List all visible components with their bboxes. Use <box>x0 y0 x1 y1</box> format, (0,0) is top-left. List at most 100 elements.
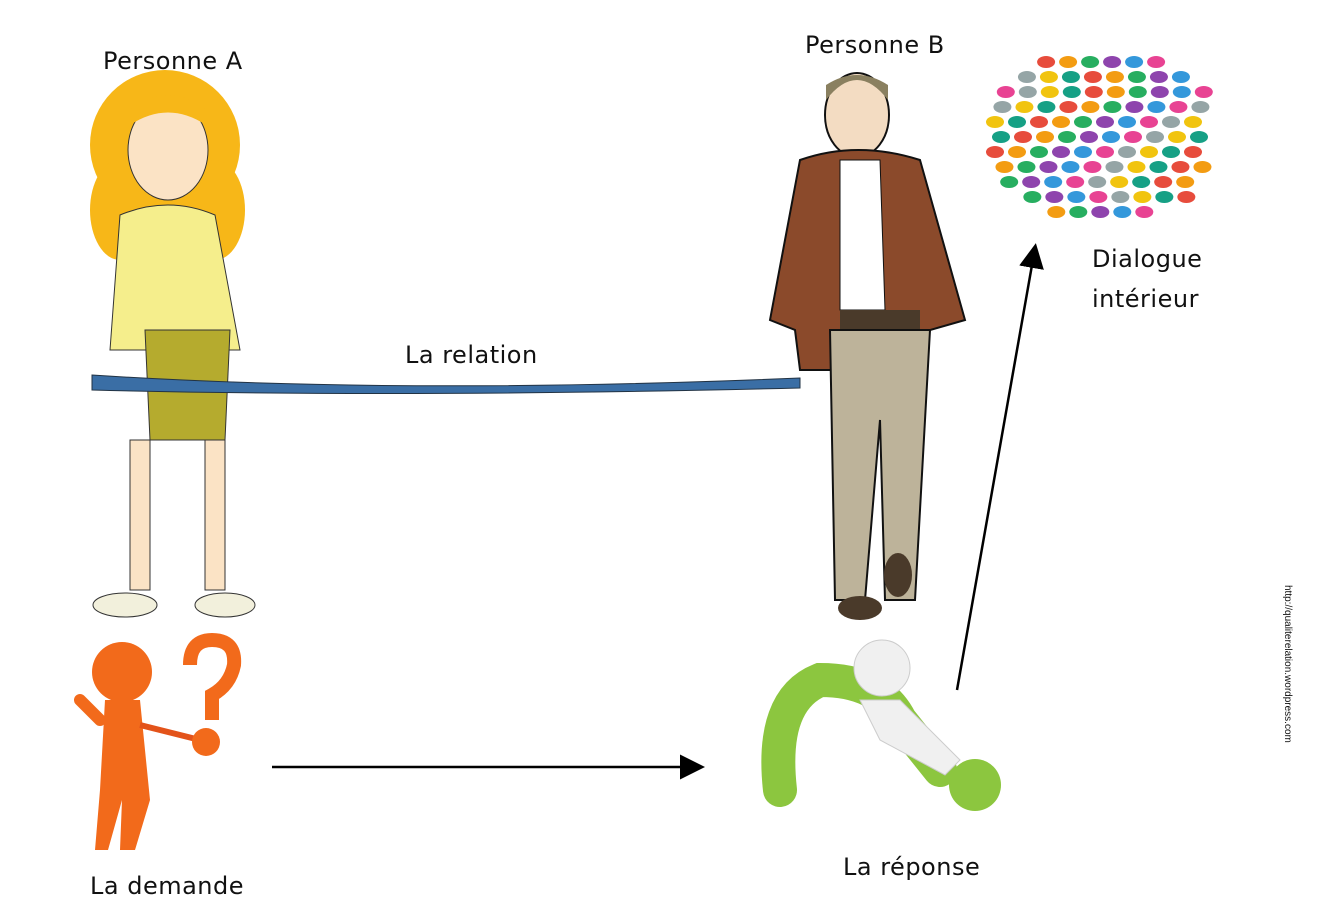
speech-bubble-icon <box>1106 86 1125 98</box>
person-b-illustration <box>768 72 967 620</box>
speech-bubble-icon <box>1146 131 1164 143</box>
speech-bubble-icon <box>1194 86 1213 98</box>
speech-bubble-icon <box>1155 191 1174 203</box>
speech-bubble-icon <box>1091 206 1110 218</box>
speech-bubble-icon <box>1059 101 1078 113</box>
speech-bubble-icon <box>986 146 1004 158</box>
speech-bubble-icon <box>1133 191 1152 203</box>
speech-bubble-icon <box>1089 191 1108 203</box>
source-url: http://qualiterelation.wordpress.com <box>1282 585 1293 743</box>
speech-bubble-icon <box>1037 56 1056 68</box>
speech-bubble-icon <box>1044 176 1063 188</box>
speech-bubble-icon <box>1127 161 1146 173</box>
speech-bubble-icon <box>1154 176 1173 188</box>
speech-bubble-icon <box>1017 161 1036 173</box>
speech-bubble-icon <box>1176 176 1195 188</box>
speech-bubble-icon <box>1069 206 1088 218</box>
speech-bubble-icon <box>1018 86 1037 98</box>
speech-bubble-icon <box>1105 161 1124 173</box>
speech-bubble-icon <box>1039 71 1058 83</box>
speech-bubble-icon <box>1118 146 1136 158</box>
speech-bubble-icon <box>1061 161 1080 173</box>
speech-bubble-icon <box>1140 116 1158 128</box>
speech-bubble-icon <box>1096 116 1114 128</box>
speech-bubble-icon <box>1111 191 1130 203</box>
speech-bubble-icon <box>1039 161 1058 173</box>
speech-bubble-icon <box>1022 176 1041 188</box>
speech-bubble-icon <box>1128 86 1147 98</box>
speech-bubble-icon <box>1150 86 1169 98</box>
speech-bubble-icon <box>1074 146 1092 158</box>
speech-bubble-icon <box>1193 161 1212 173</box>
speech-bubble-icon <box>1127 71 1146 83</box>
speech-bubble-icon <box>1105 71 1124 83</box>
speech-bubble-icon <box>1083 161 1102 173</box>
speech-bubble-icon <box>993 101 1012 113</box>
speech-bubble-icon <box>1084 86 1103 98</box>
speech-bubble-icon <box>1110 176 1129 188</box>
speech-bubble-icon <box>1088 176 1107 188</box>
person-a-label: Personne A <box>103 47 243 75</box>
speech-bubble-icon <box>1059 56 1078 68</box>
speech-bubble-icon <box>1147 101 1166 113</box>
speech-bubble-icon <box>995 161 1014 173</box>
speech-bubble-icon <box>1113 206 1132 218</box>
speech-bubble-icon <box>1008 116 1026 128</box>
speech-bubble-icon <box>1168 131 1186 143</box>
speech-bubble-icon <box>1140 146 1158 158</box>
speech-bubble-icon <box>1172 86 1191 98</box>
speech-bubble-icon <box>1047 206 1066 218</box>
speech-bubble-icon <box>1171 71 1190 83</box>
relation-band <box>91 374 801 395</box>
speech-bubble-icon <box>1103 56 1122 68</box>
speech-bubble-icon <box>1169 101 1188 113</box>
speech-bubble-icon <box>1147 56 1166 68</box>
speech-bubble-icon <box>1017 71 1036 83</box>
speech-bubble-icon <box>1036 131 1054 143</box>
speech-bubble-icon <box>1191 101 1210 113</box>
question-mark-icon <box>183 632 242 720</box>
speech-bubble-icon <box>1132 176 1151 188</box>
speech-bubble-icon <box>1177 191 1196 203</box>
demande-label: La demande <box>90 872 245 900</box>
speech-bubble-icon <box>1118 116 1136 128</box>
reponse-label: La réponse <box>843 853 981 881</box>
reponse-figure-illustration <box>761 639 1001 811</box>
speech-bubble-icon <box>1014 131 1032 143</box>
speech-bubble-icon <box>1083 71 1102 83</box>
person-a-illustration <box>90 70 256 618</box>
speech-bubble-icon <box>1000 176 1019 188</box>
speech-bubble-icon <box>1052 116 1070 128</box>
speech-bubble-icon <box>1149 161 1168 173</box>
speech-bubble-icon <box>1171 161 1190 173</box>
relation-label: La relation <box>405 341 538 369</box>
speech-bubble-icon <box>1015 101 1034 113</box>
speech-bubble-icon <box>1162 146 1180 158</box>
speech-bubble-icon <box>1103 101 1122 113</box>
speech-bubble-icon <box>1081 56 1100 68</box>
person-b-label: Personne B <box>805 31 945 59</box>
speech-bubble-icon <box>1030 116 1048 128</box>
speech-bubble-icon <box>1149 71 1168 83</box>
speech-bubble-icon <box>1008 146 1026 158</box>
speech-bubble-icon <box>1030 146 1048 158</box>
speech-bubble-icon <box>1102 131 1120 143</box>
speech-bubble-icon <box>986 116 1004 128</box>
reponse-to-dialogue-arrow <box>955 243 1044 691</box>
speech-bubble-icon <box>1052 146 1070 158</box>
demande-figure-illustration <box>74 632 242 850</box>
dialogue-cloud-illustration <box>986 56 1213 218</box>
speech-bubble-icon <box>1045 191 1064 203</box>
dialogue-label-line1: Dialogue <box>1092 245 1203 273</box>
speech-bubble-icon <box>1096 146 1114 158</box>
speech-bubble-icon <box>1184 116 1202 128</box>
speech-bubble-icon <box>1067 191 1086 203</box>
speech-bubble-icon <box>1040 86 1059 98</box>
speech-bubble-icon <box>1074 116 1092 128</box>
speech-bubble-icon <box>1190 131 1208 143</box>
speech-bubble-icon <box>996 86 1015 98</box>
speech-bubble-icon <box>1162 116 1180 128</box>
speech-bubble-icon <box>1125 101 1144 113</box>
